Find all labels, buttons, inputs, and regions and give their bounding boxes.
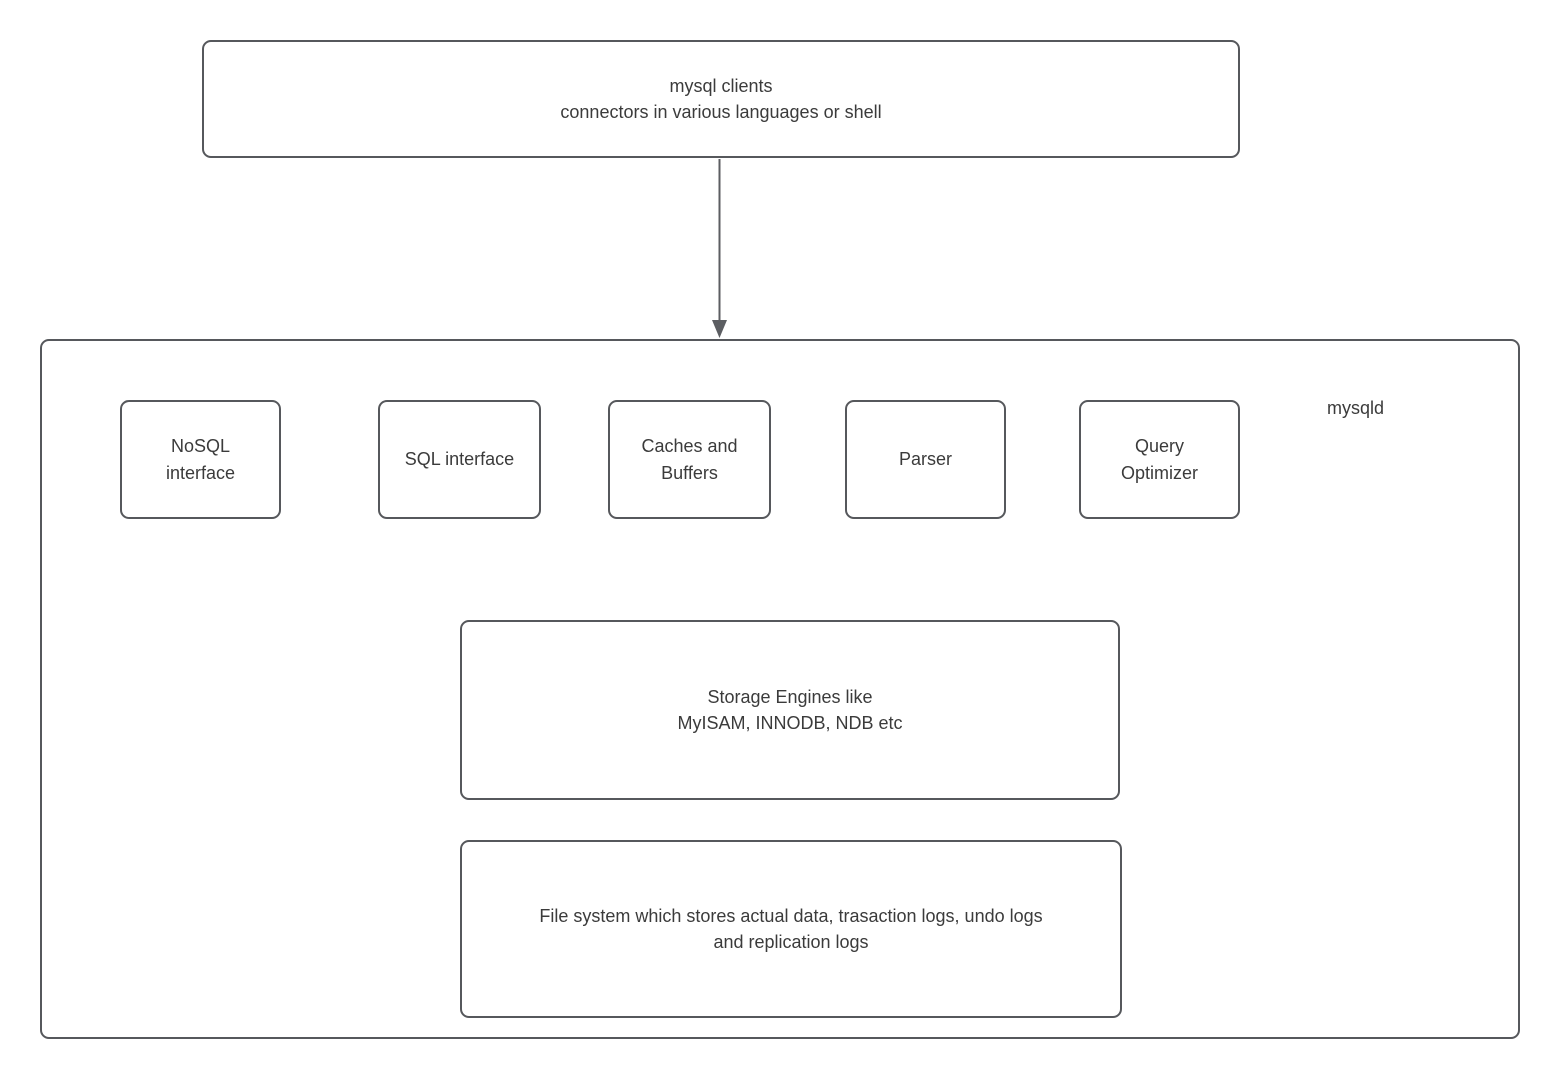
mysql-clients-box: mysql clients connectors in various lang… bbox=[202, 40, 1240, 158]
nosql-interface-label: NoSQL interface bbox=[165, 436, 236, 483]
caches-and-buffers-box: Caches and Buffers bbox=[608, 400, 771, 519]
storage-engines-label: Storage Engines like MyISAM, INNODB, NDB… bbox=[677, 686, 903, 733]
parser-label: Parser bbox=[898, 449, 952, 470]
storage-engines-box: Storage Engines like MyISAM, INNODB, NDB… bbox=[460, 620, 1120, 800]
file-system-box: File system which stores actual data, tr… bbox=[460, 840, 1122, 1018]
sql-interface-label: SQL interface bbox=[404, 449, 515, 470]
caches-and-buffers-label: Caches and Buffers bbox=[641, 436, 738, 483]
nosql-interface-box: NoSQL interface bbox=[120, 400, 281, 519]
parser-box: Parser bbox=[845, 400, 1006, 519]
query-optimizer-label: Query Optimizer bbox=[1120, 436, 1198, 483]
sql-interface-box: SQL interface bbox=[378, 400, 541, 519]
arrowhead-down-icon bbox=[712, 320, 727, 338]
file-system-label: File system which stores actual data, tr… bbox=[539, 905, 1043, 952]
mysqld-label: mysqld bbox=[1327, 398, 1385, 418]
query-optimizer-box: Query Optimizer bbox=[1079, 400, 1240, 519]
mysql-clients-label: mysql clients connectors in various lang… bbox=[560, 75, 882, 122]
